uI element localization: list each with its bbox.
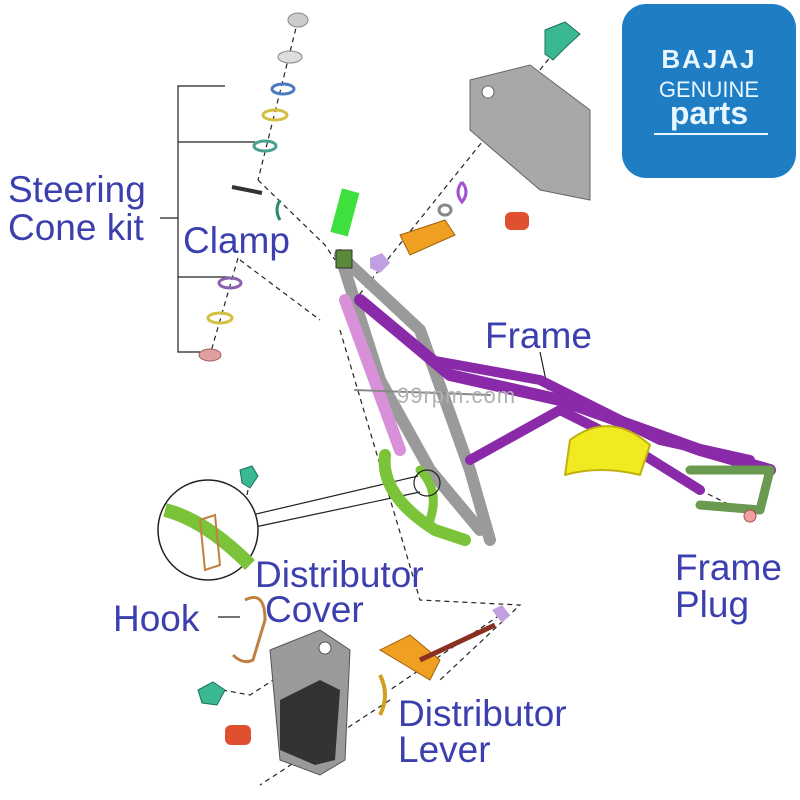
bajaj-genuine-parts-logo: BAJAJ GENUINE parts xyxy=(622,4,796,178)
label-frame: Frame xyxy=(485,315,592,356)
label-hook: Hook xyxy=(113,598,200,639)
label-distributor-lever-1: Distributor xyxy=(398,693,567,734)
bolt-part xyxy=(544,21,581,61)
label-distributor-cover-2: Cover xyxy=(265,589,364,630)
grip-part xyxy=(330,188,360,237)
hook-part xyxy=(231,596,267,664)
label-steering: Steering xyxy=(8,169,146,210)
label-distributor-cover-1: Distributor xyxy=(255,554,424,595)
label-cone-kit: Cone kit xyxy=(8,207,144,248)
frame-assembly xyxy=(334,249,776,546)
steering-cone-rings xyxy=(198,12,309,362)
label-frame-plug-2: Plug xyxy=(675,584,750,625)
logo-line3: parts xyxy=(669,95,749,131)
watermark: 99rpm.com xyxy=(397,383,517,408)
logo-line2: GENUINE xyxy=(658,77,760,102)
label-distributor-lever-2: Lever xyxy=(398,729,491,770)
detail-magnifier xyxy=(157,469,441,581)
upper-cover-part xyxy=(469,64,591,201)
label-clamp: Clamp xyxy=(183,220,290,261)
leader-lines xyxy=(160,85,549,618)
label-frame-plug-1: Frame xyxy=(675,547,782,588)
logo-brand: BAJAJ xyxy=(661,44,757,74)
distributor-lever-part xyxy=(378,634,441,681)
logo-underline xyxy=(654,133,768,135)
